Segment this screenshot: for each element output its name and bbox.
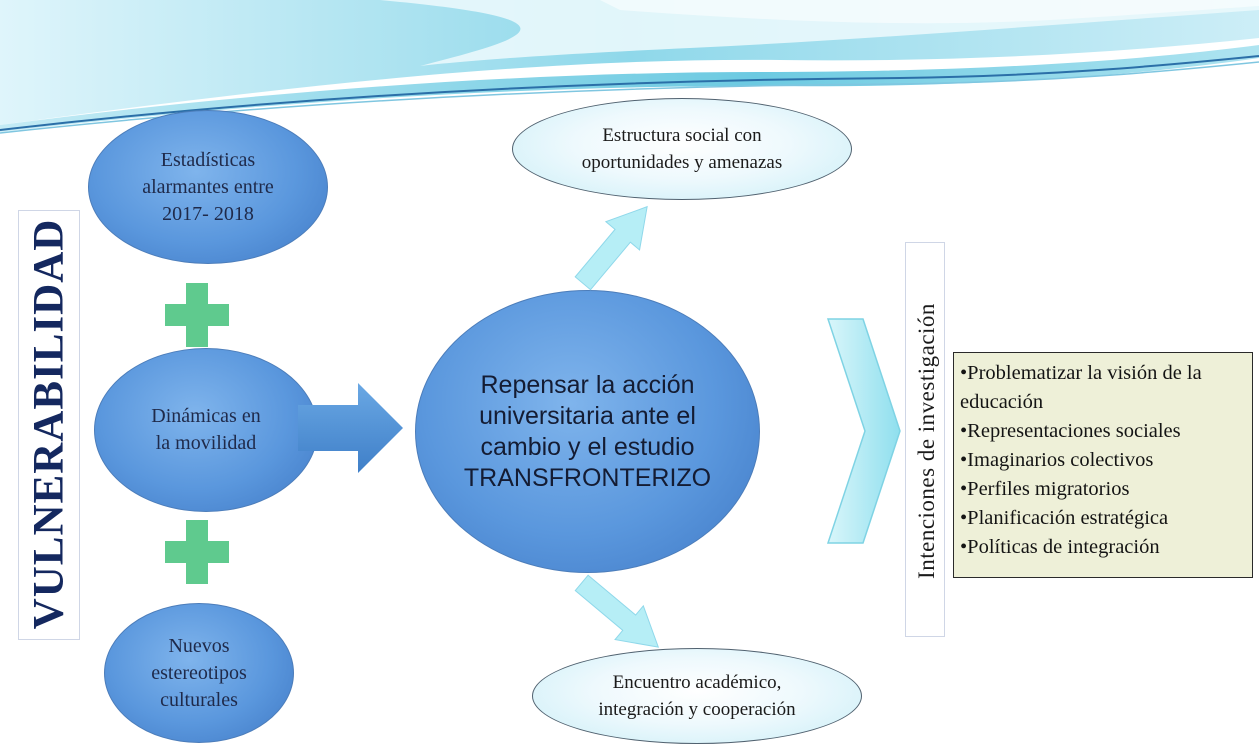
text-line: TRANSFRONTERIZO (463, 463, 712, 492)
header-wave-banner (0, 0, 1259, 134)
arrow-right-icon (298, 383, 403, 473)
ellipse-dinamicas: Dinámicas en la movilidad (94, 348, 318, 512)
chevron-right-icon (826, 318, 901, 544)
text-line: Estructura social con (602, 125, 762, 146)
text-line: alarmantes entre (142, 175, 274, 198)
text-line: Encuentro académico, (612, 672, 782, 693)
plus-icon (165, 283, 229, 347)
vulnerabilidad-title: VULNERABILIDAD (25, 218, 73, 630)
ellipse-estereotipos: Nuevos estereotipos culturales (104, 603, 294, 743)
center-text: Repensar la acción universitaria ante el… (464, 370, 711, 494)
ellipse-estructura-text: Estructura social con oportunidades y am… (582, 122, 782, 176)
text-line: 2017- 2018 (162, 202, 254, 225)
ellipse-center-repensar: Repensar la acción universitaria ante el… (415, 290, 760, 573)
list-item: •Políticas de integración (960, 536, 1160, 558)
ellipse-estadisticas: Estadísticas alarmantes entre 2017- 2018 (88, 110, 328, 264)
text-line: la movilidad (155, 432, 257, 454)
list-item: •Representaciones sociales (960, 420, 1181, 442)
ellipse-estructura-social: Estructura social con oportunidades y am… (512, 98, 852, 200)
text-line: integración y cooperación (598, 699, 796, 720)
plus-icon (165, 520, 229, 584)
intenciones-frame (905, 242, 945, 637)
arrow-down-right-icon (574, 574, 660, 648)
list-item: •Perfiles migratorios (960, 478, 1130, 500)
arrow-up-right-icon (574, 205, 648, 291)
text-line: Estadísticas (160, 148, 256, 171)
list-item: •Imaginarios colectivos (960, 449, 1154, 471)
ellipse-encuentro-text: Encuentro académico, integración y coope… (598, 669, 795, 723)
ellipse-estereotipos-text: Nuevos estereotipos culturales (151, 633, 247, 714)
list-item: •Problematizar la visión de la educación (960, 362, 1202, 413)
text-line: Dinámicas en (151, 405, 261, 427)
list-item: •Planificación estratégica (960, 507, 1169, 529)
ellipse-encuentro-academico: Encuentro académico, integración y coope… (532, 648, 862, 744)
text-line: Repensar la acción (480, 370, 695, 399)
intenciones-label: Intenciones de investigación (914, 303, 939, 579)
text-line: oportunidades y amenazas (581, 152, 783, 173)
text-line: Nuevos (168, 634, 230, 657)
ellipse-dinamicas-text: Dinámicas en la movilidad (151, 403, 260, 457)
text-line: estereotipos (151, 661, 247, 684)
text-line: culturales (160, 688, 238, 711)
text-line: universitaria ante el (479, 401, 696, 430)
research-list-box: •Problematizar la visión de la educación… (953, 352, 1253, 578)
text-line: cambio y el estudio (480, 432, 695, 461)
ellipse-estadisticas-text: Estadísticas alarmantes entre 2017- 2018 (142, 147, 274, 228)
vulnerabilidad-frame (18, 210, 80, 640)
